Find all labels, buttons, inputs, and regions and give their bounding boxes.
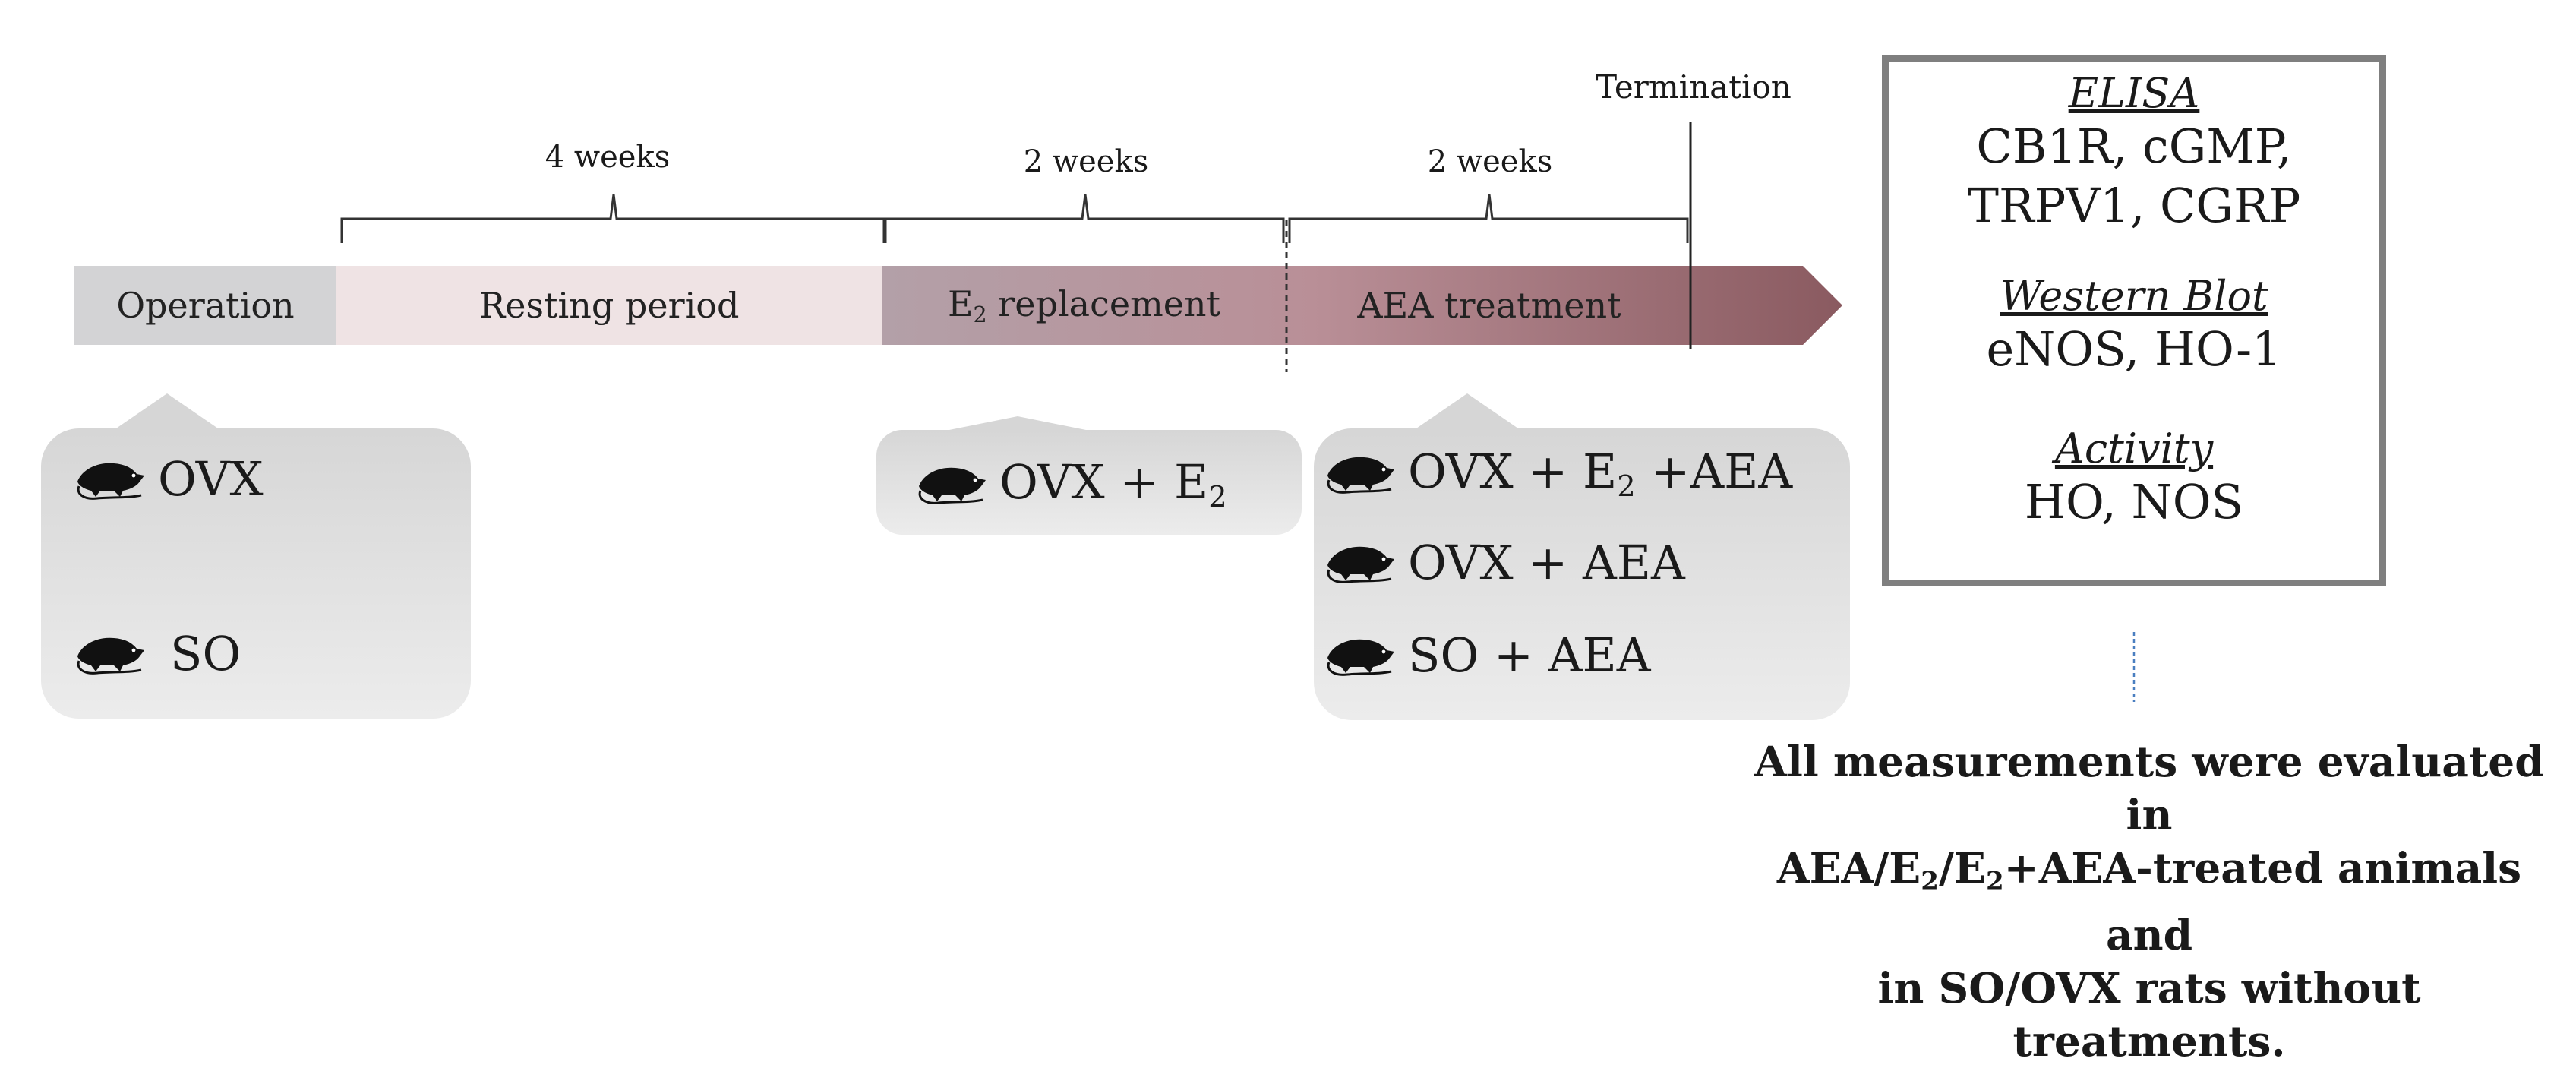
- summary-text: All measurements were evaluated in AEA/E…: [1747, 735, 2552, 1068]
- group-ovx-e2: OVX + E2: [916, 454, 1227, 514]
- group-ovx-aea: OVX + AEA: [1324, 535, 1685, 590]
- duration-2-weeks-aea: 2 weeks: [1427, 144, 1553, 179]
- western-blot-heading: Western Blot: [2000, 272, 2268, 320]
- group-so: SO: [74, 626, 241, 681]
- brace-2-weeks-aea: [1288, 194, 1689, 243]
- termination-line: [1689, 122, 1692, 349]
- group-ovx: OVX: [74, 451, 264, 507]
- timeline-arrow: [881, 266, 1842, 345]
- aea-treatment-label: AEA treatment: [1357, 285, 1621, 326]
- summary-line-2: AEA/E2/E2+AEA-treated animals and: [1776, 843, 2522, 959]
- rat-icon: [74, 456, 147, 503]
- activity-line: HO, NOS: [2024, 474, 2244, 529]
- e2-replacement-segment: E2 replacement: [882, 266, 1286, 345]
- termination-label: Termination: [1596, 68, 1792, 106]
- measurements-box: ELISA CB1R, cGMP, TRPV1, CGRP Western Bl…: [1882, 55, 2386, 586]
- rat-icon: [1324, 632, 1397, 679]
- western-blot-line: eNOS, HO-1: [1986, 321, 2282, 377]
- callout-tip-e2: [949, 416, 1086, 430]
- group-so-aea: SO + AEA: [1324, 627, 1650, 683]
- resting-period-segment: Resting period: [336, 266, 882, 345]
- group-ovx-e2-aea: OVX + E2 +AEA: [1324, 444, 1792, 504]
- brace-4-weeks: [340, 194, 886, 243]
- duration-4-weeks: 4 weeks: [545, 140, 671, 175]
- rat-icon: [916, 460, 989, 507]
- operation-segment: Operation: [74, 266, 336, 345]
- summary-line-1: All measurements were evaluated in: [1754, 737, 2544, 839]
- elisa-line-2: TRPV1, CGRP: [1967, 178, 2301, 233]
- brace-2-weeks-e2: [884, 194, 1285, 243]
- box-connector: [2132, 632, 2136, 702]
- resting-period-label: Resting period: [478, 285, 740, 326]
- aea-treatment-segment: AEA treatment: [1286, 266, 1692, 345]
- callout-tip-operation: [114, 393, 220, 430]
- phase-divider: [1285, 220, 1288, 372]
- duration-2-weeks-e2: 2 weeks: [1023, 144, 1149, 179]
- activity-heading: Activity: [2054, 425, 2214, 472]
- e2-replacement-label: E2 replacement: [947, 283, 1221, 327]
- callout-aea-groups: [1314, 428, 1850, 720]
- summary-line-3: in SO/OVX rats without treatments.: [1877, 962, 2421, 1066]
- operation-label: Operation: [116, 285, 295, 326]
- rat-icon: [74, 630, 147, 678]
- callout-tip-aea: [1414, 393, 1520, 430]
- rat-icon: [1324, 539, 1397, 586]
- elisa-heading: ELISA: [2068, 69, 2200, 117]
- elisa-line-1: CB1R, cGMP,: [1976, 118, 2292, 174]
- rat-icon: [1324, 450, 1397, 497]
